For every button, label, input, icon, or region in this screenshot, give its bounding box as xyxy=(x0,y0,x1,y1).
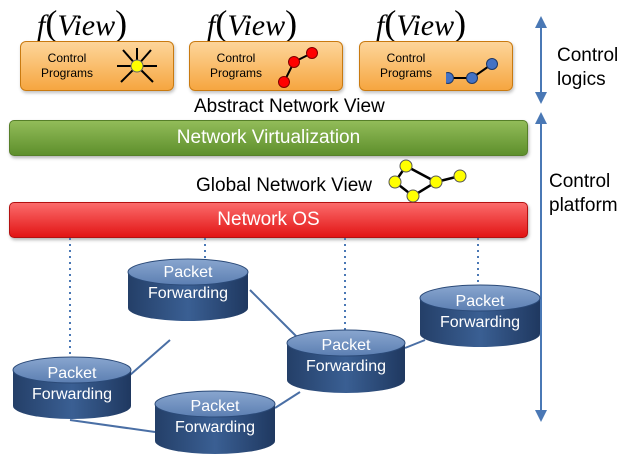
control-program-line2: Programs xyxy=(209,66,262,80)
forwarding-node-label: Packet Forwarding xyxy=(155,396,275,438)
forwarding-node-label: Packet Forwarding xyxy=(12,363,132,405)
control-program-label: Control Programs xyxy=(29,51,105,81)
red-path-icon xyxy=(278,47,318,88)
control-program-line1: Control xyxy=(216,51,256,65)
forwarding-node-cylinder xyxy=(12,356,132,419)
fview-open-paren: ( xyxy=(215,3,228,43)
fview-open-paren: ( xyxy=(384,3,397,43)
control-program-box-1: Control Programs xyxy=(20,41,174,91)
control-program-label: Control Programs xyxy=(198,51,274,81)
control-program-line2: Programs xyxy=(40,66,93,80)
fview-open-paren: ( xyxy=(45,3,58,43)
forwarding-node-line2: Forwarding xyxy=(439,314,521,331)
control-program-box-3: Control Programs xyxy=(359,41,513,91)
fview-f: f xyxy=(376,9,385,42)
forwarding-node-line1: Packet xyxy=(455,293,505,310)
fview-f: f xyxy=(207,9,216,42)
control-program-box-2: Control Programs xyxy=(189,41,343,91)
forwarding-node-line2: Forwarding xyxy=(174,419,256,436)
blue-path-icon xyxy=(446,58,498,84)
forwarding-node-cylinder xyxy=(154,390,276,454)
forwarding-links xyxy=(69,289,426,433)
global-network-view-label: Global Network View xyxy=(196,175,373,196)
fview-close-paren: ) xyxy=(285,3,298,43)
fview-f: f xyxy=(37,9,46,42)
fview-arg: View xyxy=(396,9,455,42)
fview-arg: View xyxy=(227,9,286,42)
control-program-label: Control Programs xyxy=(368,51,444,81)
fview-formula-3: f(View) xyxy=(376,2,466,44)
forwarding-node-cylinder xyxy=(127,258,249,321)
forwarding-node-line1: Packet xyxy=(321,337,371,354)
control-program-line2: Programs xyxy=(379,66,432,80)
fview-formula-2: f(View) xyxy=(207,2,297,44)
control-program-line1: Control xyxy=(386,51,426,65)
forwarding-node-label: Packet Forwarding xyxy=(128,262,248,304)
forwarding-node-line1: Packet xyxy=(163,264,213,281)
forwarding-node-cylinder xyxy=(286,329,406,393)
control-logics-line1: Control xyxy=(557,45,619,66)
forwarding-node-label: Packet Forwarding xyxy=(286,335,406,377)
star-network-icon xyxy=(117,48,157,83)
control-logics-arrow xyxy=(535,16,547,104)
forwarding-node-line2: Forwarding xyxy=(305,358,387,375)
fview-formula-1: f(View) xyxy=(37,2,127,44)
fview-close-paren: ) xyxy=(454,3,467,43)
forwarding-node-line1: Packet xyxy=(190,398,240,415)
forwarding-node-line2: Forwarding xyxy=(147,285,229,302)
control-platform-label: Control platform xyxy=(549,170,618,218)
network-os-bar: Network OS xyxy=(9,202,528,238)
network-virtualization-bar: Network Virtualization xyxy=(9,120,528,156)
control-platform-line1: Control xyxy=(549,171,611,192)
fview-close-paren: ) xyxy=(115,3,128,43)
forwarding-node-line1: Packet xyxy=(47,365,97,382)
fview-arg: View xyxy=(57,9,116,42)
forwarding-node-label: Packet Forwarding xyxy=(420,291,540,333)
control-logics-label: Control logics xyxy=(557,44,618,92)
forwarding-node-cylinder xyxy=(419,284,541,347)
forwarding-node-line2: Forwarding xyxy=(31,386,113,403)
control-platform-arrow xyxy=(535,112,547,422)
global-view-graph-icon xyxy=(388,159,467,203)
abstract-network-view-label: Abstract Network View xyxy=(194,96,385,117)
control-program-line1: Control xyxy=(47,51,87,65)
os-dotted-links xyxy=(69,238,479,358)
control-logics-line2: logics xyxy=(557,69,606,90)
control-platform-line2: platform xyxy=(549,195,618,216)
